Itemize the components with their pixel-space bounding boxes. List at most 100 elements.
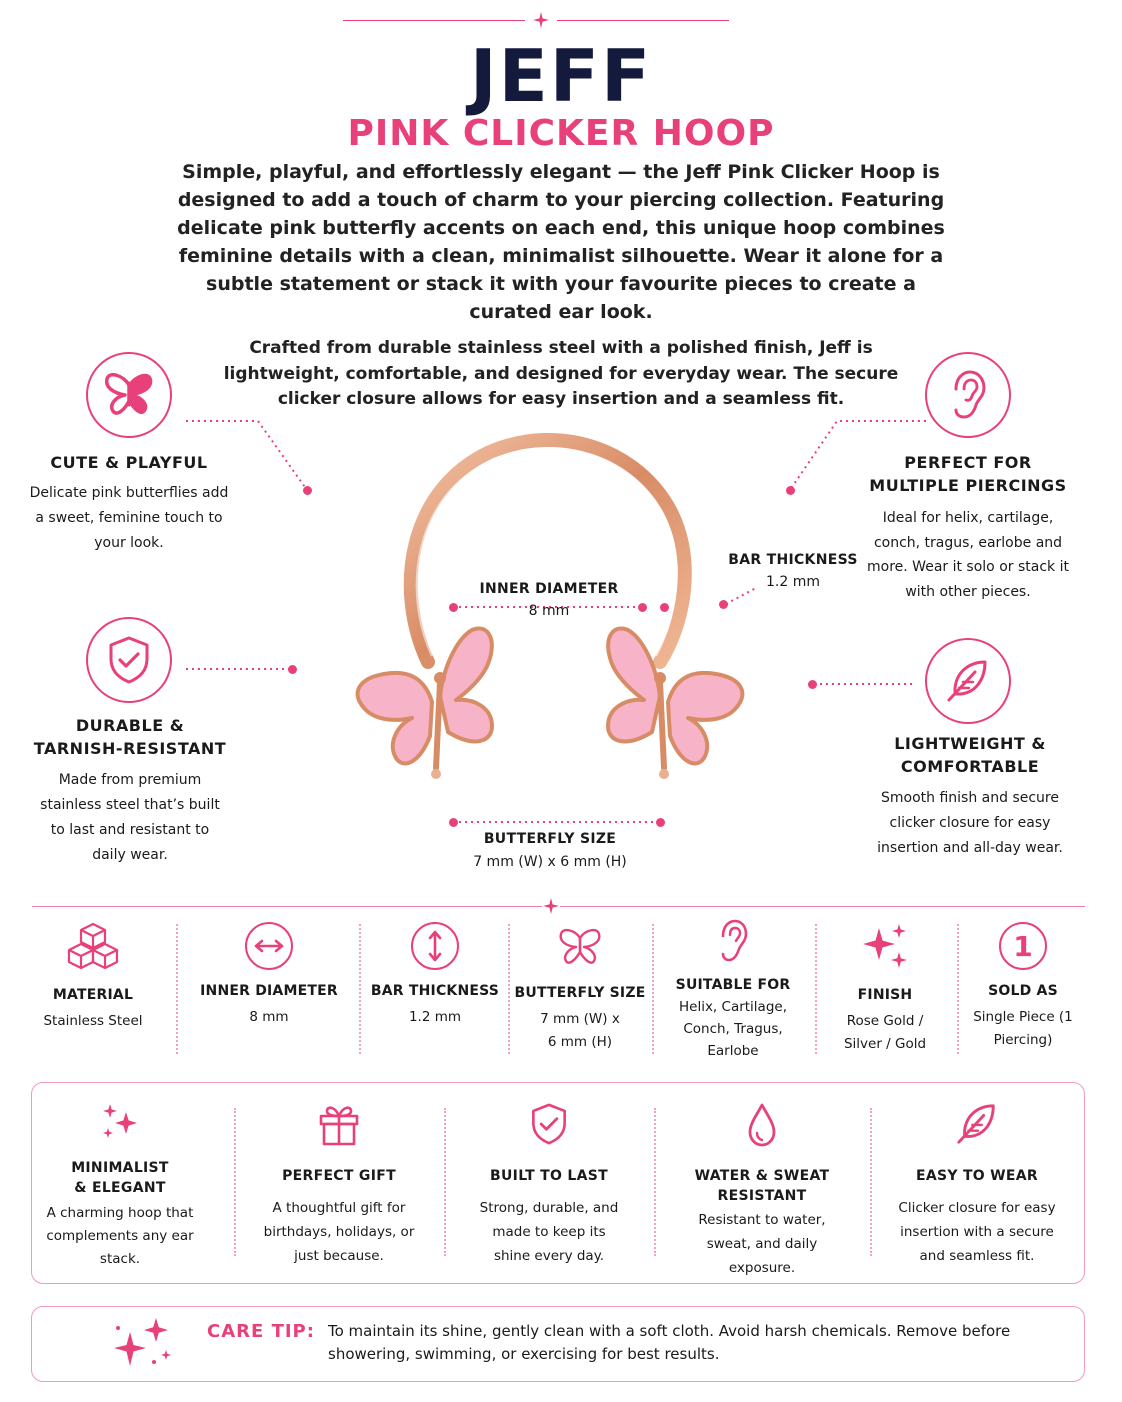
spec-divider <box>652 924 654 1054</box>
feature-cute-text: Delicate pink butterflies add a sweet, f… <box>29 485 229 551</box>
spec-divider <box>508 924 510 1054</box>
benefit-title: EASY TO WEAR <box>915 1168 1039 1184</box>
spec-inner-diameter: INNER DIAMETER 8 mm <box>196 922 342 1029</box>
dimension-dot <box>656 818 665 827</box>
top-divider-left <box>343 20 525 21</box>
butterfly-size-label: BUTTERFLY SIZE <box>483 831 617 847</box>
diameter-arrows-icon <box>245 922 293 970</box>
benefit-divider <box>654 1108 656 1256</box>
spec-divider <box>815 924 817 1054</box>
spec-value: 7 mm (W) x 6 mm (H) <box>540 1011 620 1050</box>
ear-icon <box>721 919 748 962</box>
feature-durable-title: DURABLE & TARNISH-RESISTANT <box>33 716 227 758</box>
feature-multiple-text: Ideal for helix, cartilage, conch, tragu… <box>867 510 1069 600</box>
benefit-title: WATER & SWEAT RESISTANT <box>694 1168 830 1204</box>
spec-material: MATERIAL Stainless Steel <box>30 922 156 1033</box>
bar-thickness-value: 1.2 mm <box>766 574 820 590</box>
dimension-dot <box>719 600 728 609</box>
benefit-divider <box>870 1108 872 1256</box>
spec-sold-as: 1 SOLD AS Single Piece (1 Piercing) <box>962 922 1084 1052</box>
spec-value: 8 mm <box>249 1009 289 1025</box>
connector-dot <box>288 665 297 674</box>
spec-divider <box>176 924 178 1054</box>
inner-diameter-label: INNER DIAMETER <box>479 581 619 597</box>
care-tip-text: To maintain its shine, gently clean with… <box>328 1322 1011 1363</box>
intro-paragraph: Simple, playful, and effortlessly elegan… <box>177 161 945 323</box>
feature-cute-icon-circle <box>86 352 172 438</box>
benefit-text: A charming hoop that complements any ear… <box>46 1205 194 1267</box>
water-drop-icon <box>748 1103 776 1147</box>
connector-dot <box>808 680 817 689</box>
number-one-icon: 1 <box>999 922 1047 970</box>
product-hoop-illustration <box>355 433 745 779</box>
connector-lines <box>186 420 926 823</box>
spec-title: SOLD AS <box>988 983 1058 999</box>
spec-value: Helix, Cartilage, Conch, Tragus, Earlobe <box>678 999 787 1059</box>
dimension-dot <box>449 603 458 612</box>
feature-multiple-icon-circle <box>925 352 1011 438</box>
shield-check-icon <box>109 636 149 684</box>
dimension-dot <box>449 818 458 827</box>
spec-title: BUTTERFLY SIZE <box>514 985 646 1001</box>
dimension-dot <box>638 603 647 612</box>
ear-icon <box>954 370 986 419</box>
spec-title: MATERIAL <box>52 987 134 1003</box>
spec-value: 1.2 mm <box>408 1009 462 1025</box>
spec-title: INNER DIAMETER <box>200 983 338 999</box>
benefit-minimalist: MINIMALIST & ELEGANT A charming hoop tha… <box>40 1102 200 1271</box>
spec-value: Single Piece (1 Piercing) <box>973 1009 1073 1048</box>
feature-cute-title: CUTE & PLAYFUL <box>50 453 208 472</box>
benefit-easy-to-wear: EASY TO WEAR Clicker closure for easy in… <box>888 1102 1066 1268</box>
spec-title: SUITABLE FOR <box>675 977 791 993</box>
spec-suitable-for: SUITABLE FOR Helix, Cartilage, Conch, Tr… <box>664 918 802 1062</box>
butterfly-icon <box>559 928 601 964</box>
butterfly-icon <box>104 373 153 415</box>
benefit-text: Clicker closure for easy insertion with … <box>898 1200 1056 1264</box>
feature-lightweight-title: LIGHTWEIGHT & COMFORTABLE <box>894 734 1046 776</box>
benefit-title: PERFECT GIFT <box>282 1168 396 1184</box>
connector-dot <box>303 486 312 495</box>
feather-icon <box>947 660 987 702</box>
benefit-divider <box>444 1108 446 1256</box>
benefit-gift: PERFECT GIFT A thoughtful gift for birth… <box>254 1102 424 1268</box>
feather-icon <box>957 1104 995 1144</box>
spec-bar-thickness: BAR THICKNESS 1.2 mm <box>368 922 502 1029</box>
top-divider-right <box>557 20 729 21</box>
feature-durable-icon-circle <box>86 617 172 703</box>
spec-divider <box>359 924 361 1054</box>
benefit-built-to-last: BUILT TO LAST Strong, durable, and made … <box>464 1102 634 1268</box>
gift-icon <box>319 1106 359 1146</box>
sparkle-icon <box>533 12 549 28</box>
benefit-divider <box>234 1108 236 1256</box>
shield-check-icon <box>532 1103 566 1145</box>
benefit-text: Resistant to water, sweat, and daily exp… <box>698 1212 826 1276</box>
dimension-dot <box>660 603 669 612</box>
feature-multiple-title: PERFECT FOR MULTIPLE PIERCINGS <box>869 453 1067 495</box>
spec-butterfly-size: BUTTERFLY SIZE 7 mm (W) x 6 mm (H) <box>514 922 646 1054</box>
spec-finish: FINISH Rose Gold / Silver / Gold <box>822 922 948 1056</box>
butterfly-left <box>355 626 494 779</box>
spec-title: FINISH <box>857 987 913 1003</box>
benefit-water-resistant: WATER & SWEAT RESISTANT Resistant to wat… <box>672 1102 852 1280</box>
thickness-arrows-icon <box>411 922 459 970</box>
section-divider-right <box>560 906 1085 907</box>
bar-thickness-label: BAR THICKNESS <box>728 552 858 568</box>
sparkle-icon <box>103 1104 137 1138</box>
care-tip-label: CARE TIP: <box>207 1321 315 1342</box>
benefit-text: A thoughtful gift for birthdays, holiday… <box>263 1200 415 1264</box>
spec-value: Rose Gold / Silver / Gold <box>843 1013 927 1052</box>
feature-lightweight-icon-circle <box>925 638 1011 724</box>
connector-dot <box>786 486 795 495</box>
sparkle-icon <box>114 1318 171 1366</box>
spec-value: Stainless Steel <box>43 1013 143 1029</box>
benefits-box <box>31 1082 1085 1284</box>
spec-divider <box>957 924 959 1054</box>
spec-title: BAR THICKNESS <box>370 983 500 999</box>
section-divider-left <box>32 906 542 907</box>
feature-durable-text: Made from premium stainless steel that’s… <box>40 772 220 863</box>
benefit-title: MINIMALIST & ELEGANT <box>71 1160 169 1196</box>
product-subtitle: PINK CLICKER HOOP <box>347 113 775 154</box>
inner-diameter-value: 8 mm <box>528 603 570 619</box>
brand-title: JEFF <box>469 34 653 118</box>
cubes-icon <box>67 922 119 970</box>
